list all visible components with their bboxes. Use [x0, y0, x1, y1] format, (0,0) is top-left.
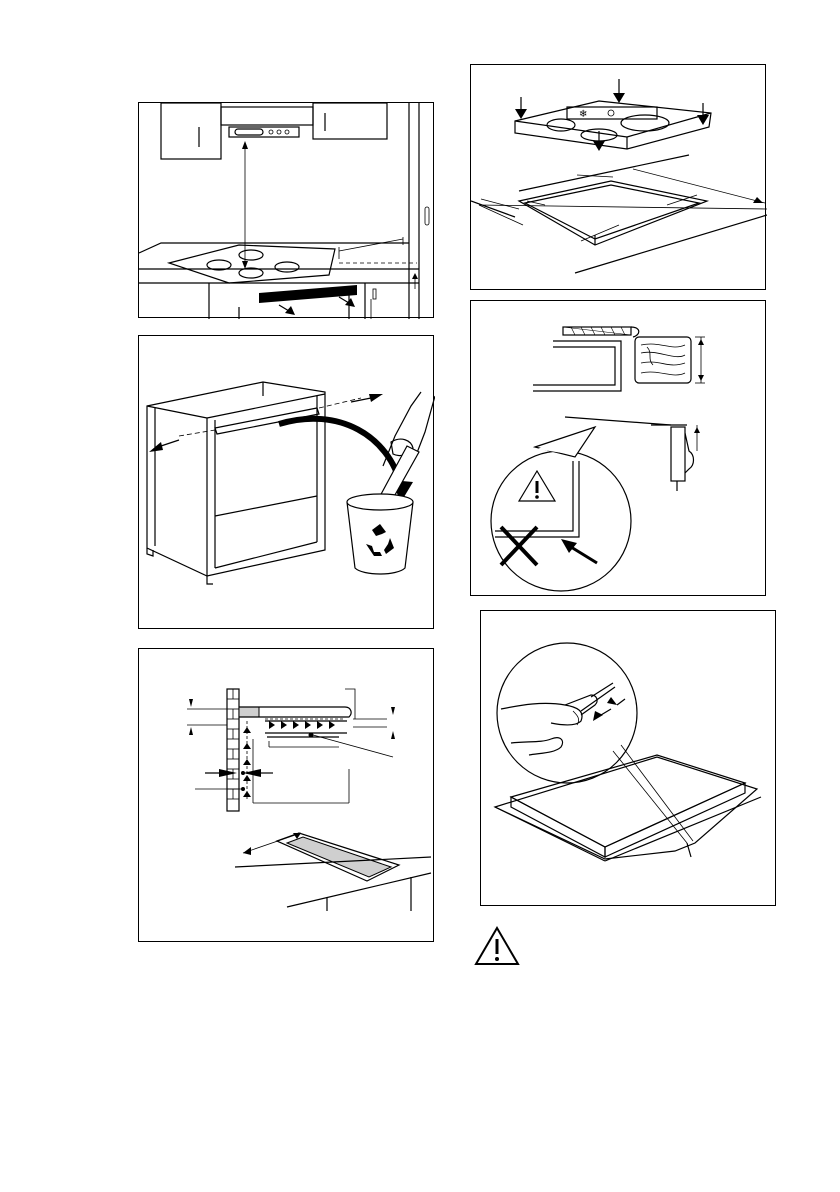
- figure-seal-edge-detail: [470, 300, 766, 596]
- figure-apply-sealing-strip: [480, 610, 776, 906]
- seal-strip-drawing: [481, 611, 777, 907]
- figure-place-hob-in-cutout: ❄: [470, 64, 766, 290]
- svg-text:❄: ❄: [579, 109, 587, 120]
- seal-edge-drawing: [471, 301, 767, 597]
- figure-hood-clearance: [138, 102, 434, 318]
- place-hob-drawing: ❄: [471, 65, 767, 291]
- warning-triangle-icon: [474, 926, 520, 966]
- hood-clearance-drawing: [139, 103, 435, 319]
- airflow-drawing: [139, 649, 435, 943]
- remove-bar-drawing: [139, 336, 435, 630]
- figure-remove-cabinet-bar: [138, 335, 434, 629]
- figure-ventilation-airflow: [138, 648, 434, 942]
